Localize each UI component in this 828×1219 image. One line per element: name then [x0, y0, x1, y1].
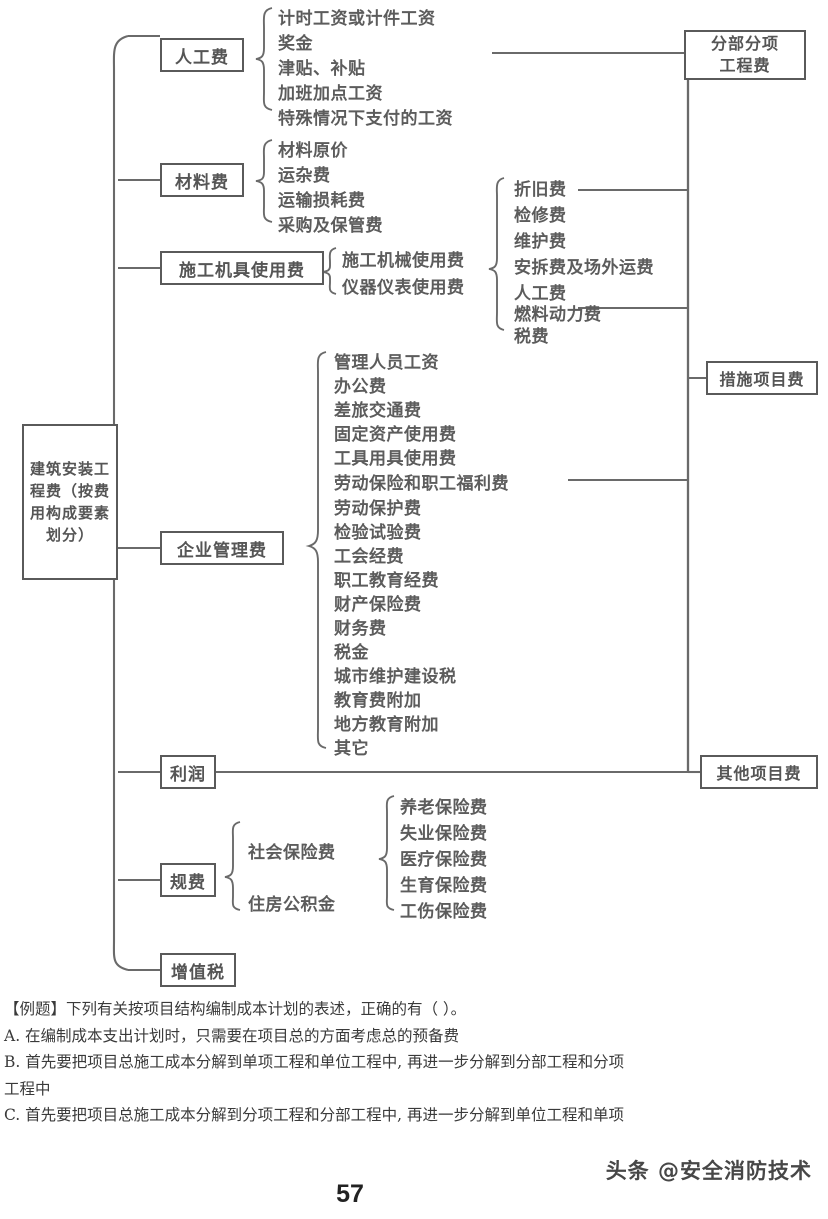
list-item: 办公费	[334, 377, 387, 397]
list-item: 差旅交通费	[334, 401, 422, 421]
list-item: 燃料动力费	[514, 305, 602, 325]
question-line: B. 首先要把项目总施工成本分解到单项工程和单位工程中, 再进一步分解到分部工程…	[4, 1053, 625, 1071]
list-item: 劳动保护费	[334, 499, 422, 519]
list-item: 生育保险费	[400, 876, 488, 896]
list-item: 医疗保险费	[400, 850, 488, 870]
list-item: 住房公积金	[248, 895, 336, 915]
node-root-label: 建筑安装工程费（按费用构成要素划分）	[30, 460, 111, 544]
node-vat-label: 增值税	[171, 962, 225, 983]
node-enterprise-management-cost-label: 企业管理费	[177, 540, 267, 561]
page-number: 57	[336, 1180, 364, 1208]
node-profit: 利润	[160, 755, 216, 789]
node-measure-items-fee: 措施项目费	[706, 361, 818, 395]
list-item: 维护费	[514, 232, 567, 252]
node-statutory-fee: 规费	[160, 863, 216, 897]
node-itemized-works-fee-line1: 分部分项	[710, 34, 779, 53]
list-item: 财产保险费	[334, 595, 422, 615]
node-statutory-fee-label: 规费	[170, 872, 206, 893]
node-other-items-fee-label: 其他项目费	[716, 764, 802, 783]
list-item: 安拆费及场外运费	[514, 258, 654, 278]
list-item: 采购及保管费	[278, 216, 383, 236]
node-other-items-fee: 其他项目费	[700, 755, 818, 789]
list-item: 地方教育附加	[334, 715, 439, 735]
list-item: 教育费附加	[334, 691, 422, 711]
node-material-cost: 材料费	[160, 163, 244, 197]
list-item: 财务费	[334, 619, 387, 639]
list-item: 折旧费	[514, 180, 567, 200]
list-item: 仪器仪表使用费	[342, 278, 465, 298]
list-item: 运输损耗费	[278, 191, 366, 211]
list-item: 固定资产使用费	[334, 425, 457, 445]
node-labor-cost: 人工费	[160, 38, 244, 72]
list-item: 检验试验费	[334, 523, 422, 543]
node-machinery-cost: 施工机具使用费	[160, 251, 324, 285]
cost-structure-diagram: 建筑安装工程费（按费用构成要素划分） 人工费 材料费 施工机具使用费 企业管理费…	[22, 7, 818, 987]
list-item: 养老保险费	[400, 798, 488, 818]
list-item: 计时工资或计件工资	[278, 9, 436, 29]
node-measure-items-fee-label: 措施项目费	[719, 370, 805, 389]
node-enterprise-management-cost: 企业管理费	[160, 531, 284, 565]
question-line: 【例题】下列有关按项目结构编制成本计划的表述，正确的有（ ）。	[4, 1000, 467, 1018]
list-item: 税金	[334, 643, 369, 663]
list-item: 管理人员工资	[334, 353, 439, 373]
question-line: C. 首先要把项目总施工成本分解到分项工程和分部工程中, 再进一步分解到单位工程…	[4, 1106, 625, 1124]
list-item: 社会保险费	[248, 843, 336, 863]
list-item: 城市维护建设税	[334, 667, 457, 687]
node-machinery-cost-label: 施工机具使用费	[179, 260, 305, 281]
list-item: 津贴、补贴	[278, 59, 366, 79]
node-labor-cost-label: 人工费	[175, 47, 229, 68]
node-material-cost-label: 材料费	[175, 172, 229, 193]
list-item: 人工费	[514, 284, 567, 304]
node-itemized-works-fee-line2: 工程费	[719, 56, 771, 75]
list-item: 其它	[334, 739, 369, 759]
list-item: 工会经费	[334, 547, 404, 567]
node-vat: 增值税	[160, 953, 236, 987]
list-item: 施工机械使用费	[342, 251, 465, 271]
list-item: 奖金	[278, 34, 313, 54]
list-item: 工伤保险费	[400, 902, 488, 922]
list-item: 失业保险费	[400, 824, 488, 844]
list-item: 材料原价	[278, 141, 348, 161]
list-item: 加班加点工资	[278, 84, 383, 104]
list-item: 劳动保险和职工福利费	[334, 474, 509, 494]
node-root: 建筑安装工程费（按费用构成要素划分）	[22, 424, 118, 580]
list-item: 检修费	[514, 206, 567, 226]
question-line: 工程中	[4, 1079, 51, 1098]
list-item: 特殊情况下支付的工资	[278, 109, 453, 129]
node-itemized-works-fee: 分部分项 工程费	[684, 30, 806, 80]
list-item: 职工教育经费	[334, 571, 439, 591]
question-line: A. 在编制成本支出计划时，只需要在项目总的方面考虑总的预备费	[4, 1026, 460, 1045]
list-item: 工具用具使用费	[334, 449, 457, 469]
watermark: 头条 @安全消防技术	[605, 1159, 812, 1183]
list-item: 税费	[514, 327, 549, 347]
list-item: 运杂费	[278, 166, 331, 186]
example-question-block: 【例题】下列有关按项目结构编制成本计划的表述，正确的有（ ）。 A. 在编制成本…	[4, 996, 824, 1129]
node-profit-label: 利润	[170, 764, 206, 785]
